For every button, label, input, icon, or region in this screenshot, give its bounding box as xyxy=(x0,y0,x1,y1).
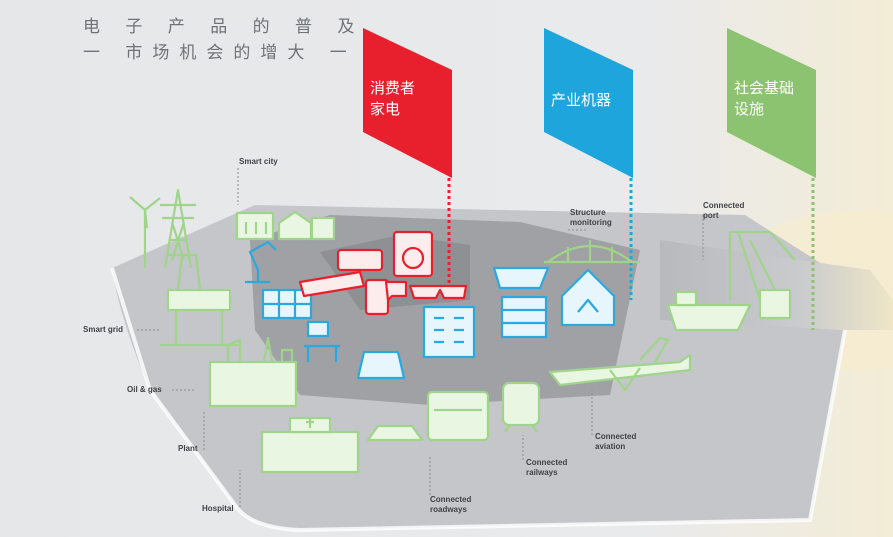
label-connected-railways: Connected railways xyxy=(526,458,567,478)
label-smart-city: Smart city xyxy=(239,157,278,166)
label-plant: Plant xyxy=(178,444,198,453)
workstation-icon xyxy=(304,320,340,362)
label-railways-line-1: Connected xyxy=(526,458,568,467)
flag-industrial-label: 产业机器 xyxy=(551,90,611,111)
airplane-icon xyxy=(548,336,692,392)
smartphone-icon xyxy=(364,278,390,316)
server-rack-icon xyxy=(500,295,548,339)
flag-industrial xyxy=(544,28,633,300)
thermometer-icon xyxy=(298,270,366,298)
flag-consumer-label: 消费者 家电 xyxy=(370,78,415,120)
label-connected-port: Connected port xyxy=(703,201,744,221)
flag-consumer xyxy=(363,28,452,285)
label-aviation-line-1: Connected xyxy=(595,432,637,441)
label-hospital: Hospital xyxy=(202,504,234,513)
label-roadways-line-2: roadways xyxy=(430,505,467,514)
office-building-icon xyxy=(422,305,476,359)
label-connected-aviation: Connected aviation xyxy=(595,432,636,452)
label-structure-line-2: monitoring xyxy=(570,218,612,227)
power-pylon-icon xyxy=(160,188,196,269)
label-port-line-2: port xyxy=(703,211,719,220)
flag-infrastructure-line-2: 设施 xyxy=(734,100,765,118)
oil-rig-icon xyxy=(160,253,238,347)
ship-icon xyxy=(666,290,752,332)
label-structure-monitoring: Structure monitoring xyxy=(570,208,612,228)
city-houses-icon xyxy=(235,210,336,241)
power-plant-icon xyxy=(208,336,298,408)
robot-arm-icon xyxy=(245,240,277,284)
bridge-icon xyxy=(544,240,640,264)
flag-infrastructure xyxy=(727,28,816,330)
flag-consumer-line-2: 家电 xyxy=(370,100,401,118)
hospital-icon xyxy=(260,416,360,474)
truck-icon xyxy=(426,390,490,442)
label-roadways-line-1: Connected xyxy=(430,495,472,504)
heading-line-2: 一 市场机会的增大 一 xyxy=(83,43,357,63)
flag-infrastructure-line-1: 社会基础 xyxy=(734,79,795,97)
solar-panel-icon xyxy=(261,288,313,320)
label-aviation-line-2: aviation xyxy=(595,442,626,451)
label-smart-grid: Smart grid xyxy=(83,325,124,334)
flag-infrastructure-label: 社会基础 设施 xyxy=(734,78,794,120)
label-oil-gas: Oil & gas xyxy=(127,385,162,394)
smart-home-icon xyxy=(560,268,616,327)
dump-truck-icon xyxy=(492,266,550,290)
air-conditioner-icon xyxy=(336,248,384,272)
washing-machine-icon xyxy=(392,230,434,278)
flag-consumer-line-1: 消费者 xyxy=(370,79,416,97)
crane-port-icon xyxy=(728,230,796,320)
label-railways-line-2: railways xyxy=(526,468,558,477)
label-port-line-1: Connected xyxy=(703,201,745,210)
label-structure-line-1: Structure xyxy=(570,208,606,217)
chat-bubble-icon xyxy=(384,280,408,302)
wind-turbine-icon xyxy=(129,196,161,268)
platform-edge xyxy=(110,267,847,533)
heading-line-1: 电 子 产 品 的 普 及 xyxy=(83,17,365,37)
car-green-icon xyxy=(366,424,424,442)
smart-glasses-icon xyxy=(408,284,468,300)
car-blue-icon xyxy=(356,350,406,380)
train-icon xyxy=(501,381,541,433)
leader-lines xyxy=(137,168,704,507)
label-connected-roadways: Connected roadways xyxy=(430,495,471,515)
flag-industrial-line-1: 产业机器 xyxy=(551,91,612,109)
